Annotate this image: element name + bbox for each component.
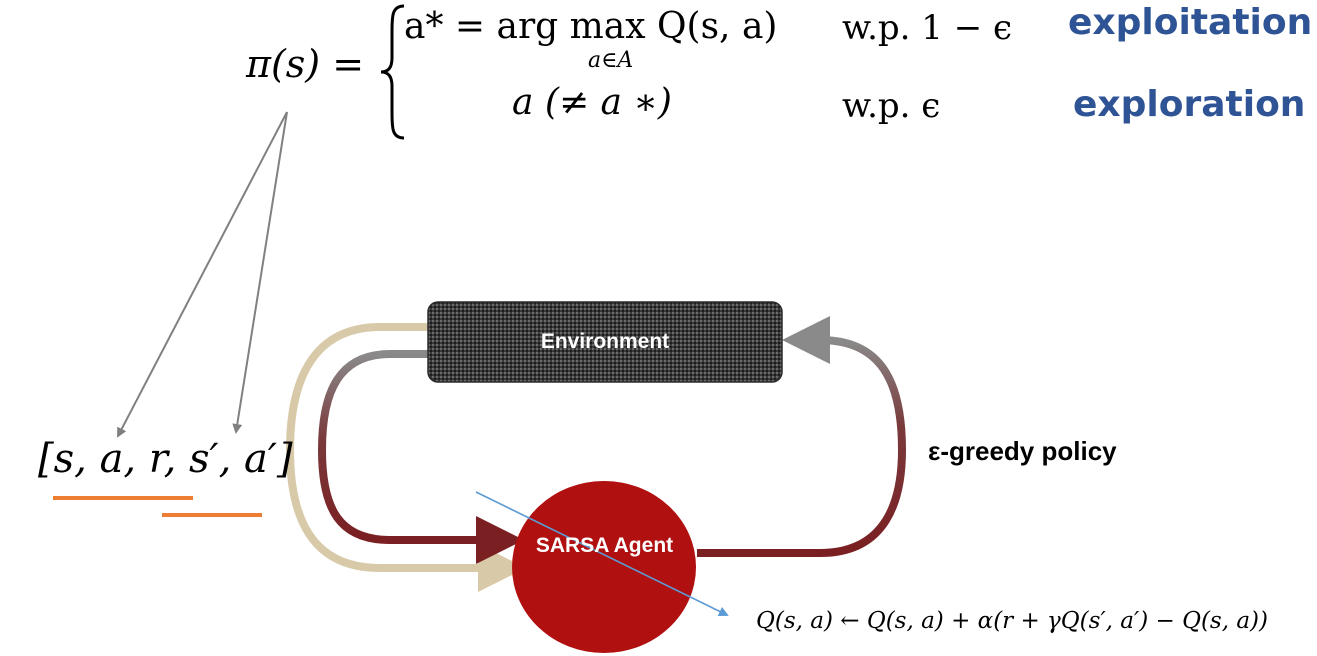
exploitation-label: exploitation xyxy=(1068,2,1313,43)
agent-label: SARSA Agent xyxy=(535,534,674,557)
left-brace-icon xyxy=(380,4,405,140)
pointer-to-a-prime xyxy=(232,111,288,434)
q-update-rule: Q(s, a) ← Q(s, a) + α(r + γQ(s′, a′) − Q… xyxy=(756,608,1268,634)
exploration-label: exploration xyxy=(1073,84,1306,125)
case2-probability: w.p. ϵ xyxy=(842,86,941,126)
case1-subscript: a∈A xyxy=(588,48,634,73)
sarsa-agent-circle xyxy=(512,481,696,653)
epsilon-greedy-policy-label: ε-greedy policy xyxy=(928,436,1117,466)
policy-loop-arrow xyxy=(697,316,907,557)
case1-probability: w.p. 1 − ϵ xyxy=(842,8,1013,48)
case1-expression: a* = arg max Q(s, a) xyxy=(404,6,778,47)
pointer-to-a xyxy=(117,111,288,438)
environment-label: Environment xyxy=(540,330,670,353)
policy-lhs: π(s) = xyxy=(246,42,365,86)
inner-loop-arrow xyxy=(317,350,524,564)
outer-loop-arrow xyxy=(285,323,526,592)
environment-box xyxy=(427,301,783,383)
case2-expression: a (≠ a ∗) xyxy=(512,82,672,123)
update-pointer xyxy=(475,491,729,616)
experience-tuple: [s, a, r, s′, a′] xyxy=(38,436,293,482)
